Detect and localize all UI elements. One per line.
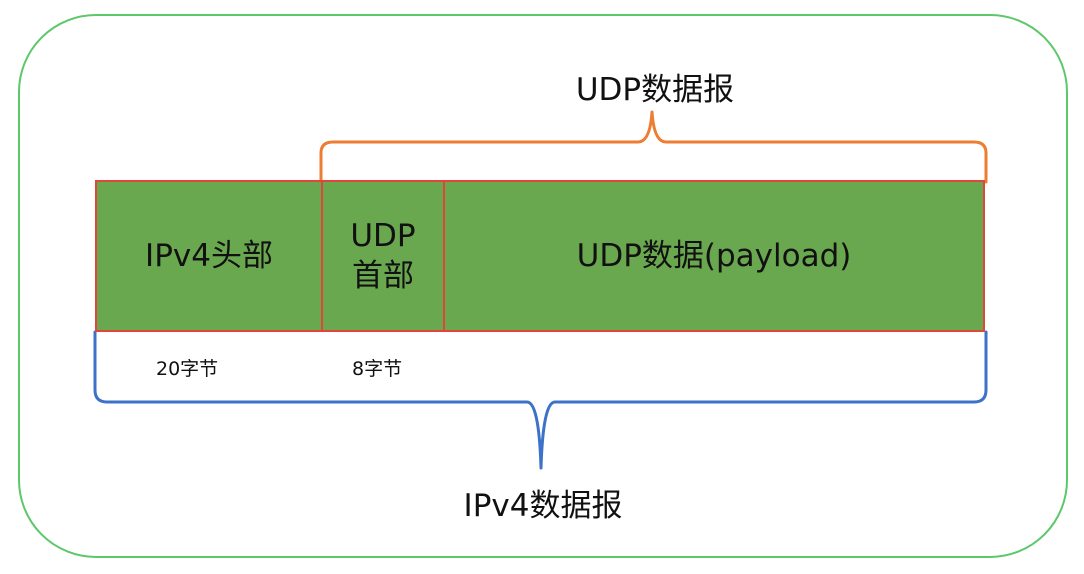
udp-header-text-line1: UDP	[350, 218, 416, 254]
ipv4-header-text: IPv4头部	[145, 238, 273, 274]
ipv4-header-block: IPv4头部	[95, 180, 323, 332]
ipv4-header-size: 20字节	[156, 358, 219, 380]
diagram-frame	[18, 14, 1068, 558]
udp-datagram-label: UDP数据报	[575, 72, 735, 108]
ipv4-datagram-label: IPv4数据报	[463, 488, 623, 524]
udp-header-size: 8字节	[352, 358, 403, 380]
ipv4-datagram-brace	[93, 330, 988, 470]
udp-datagram-brace	[319, 110, 988, 184]
udp-payload-text: UDP数据(payload)	[576, 238, 852, 274]
udp-header-block: UDP 首部	[321, 180, 445, 332]
udp-payload-block: UDP数据(payload)	[443, 180, 985, 332]
udp-header-text-line2: 首部	[352, 258, 414, 294]
